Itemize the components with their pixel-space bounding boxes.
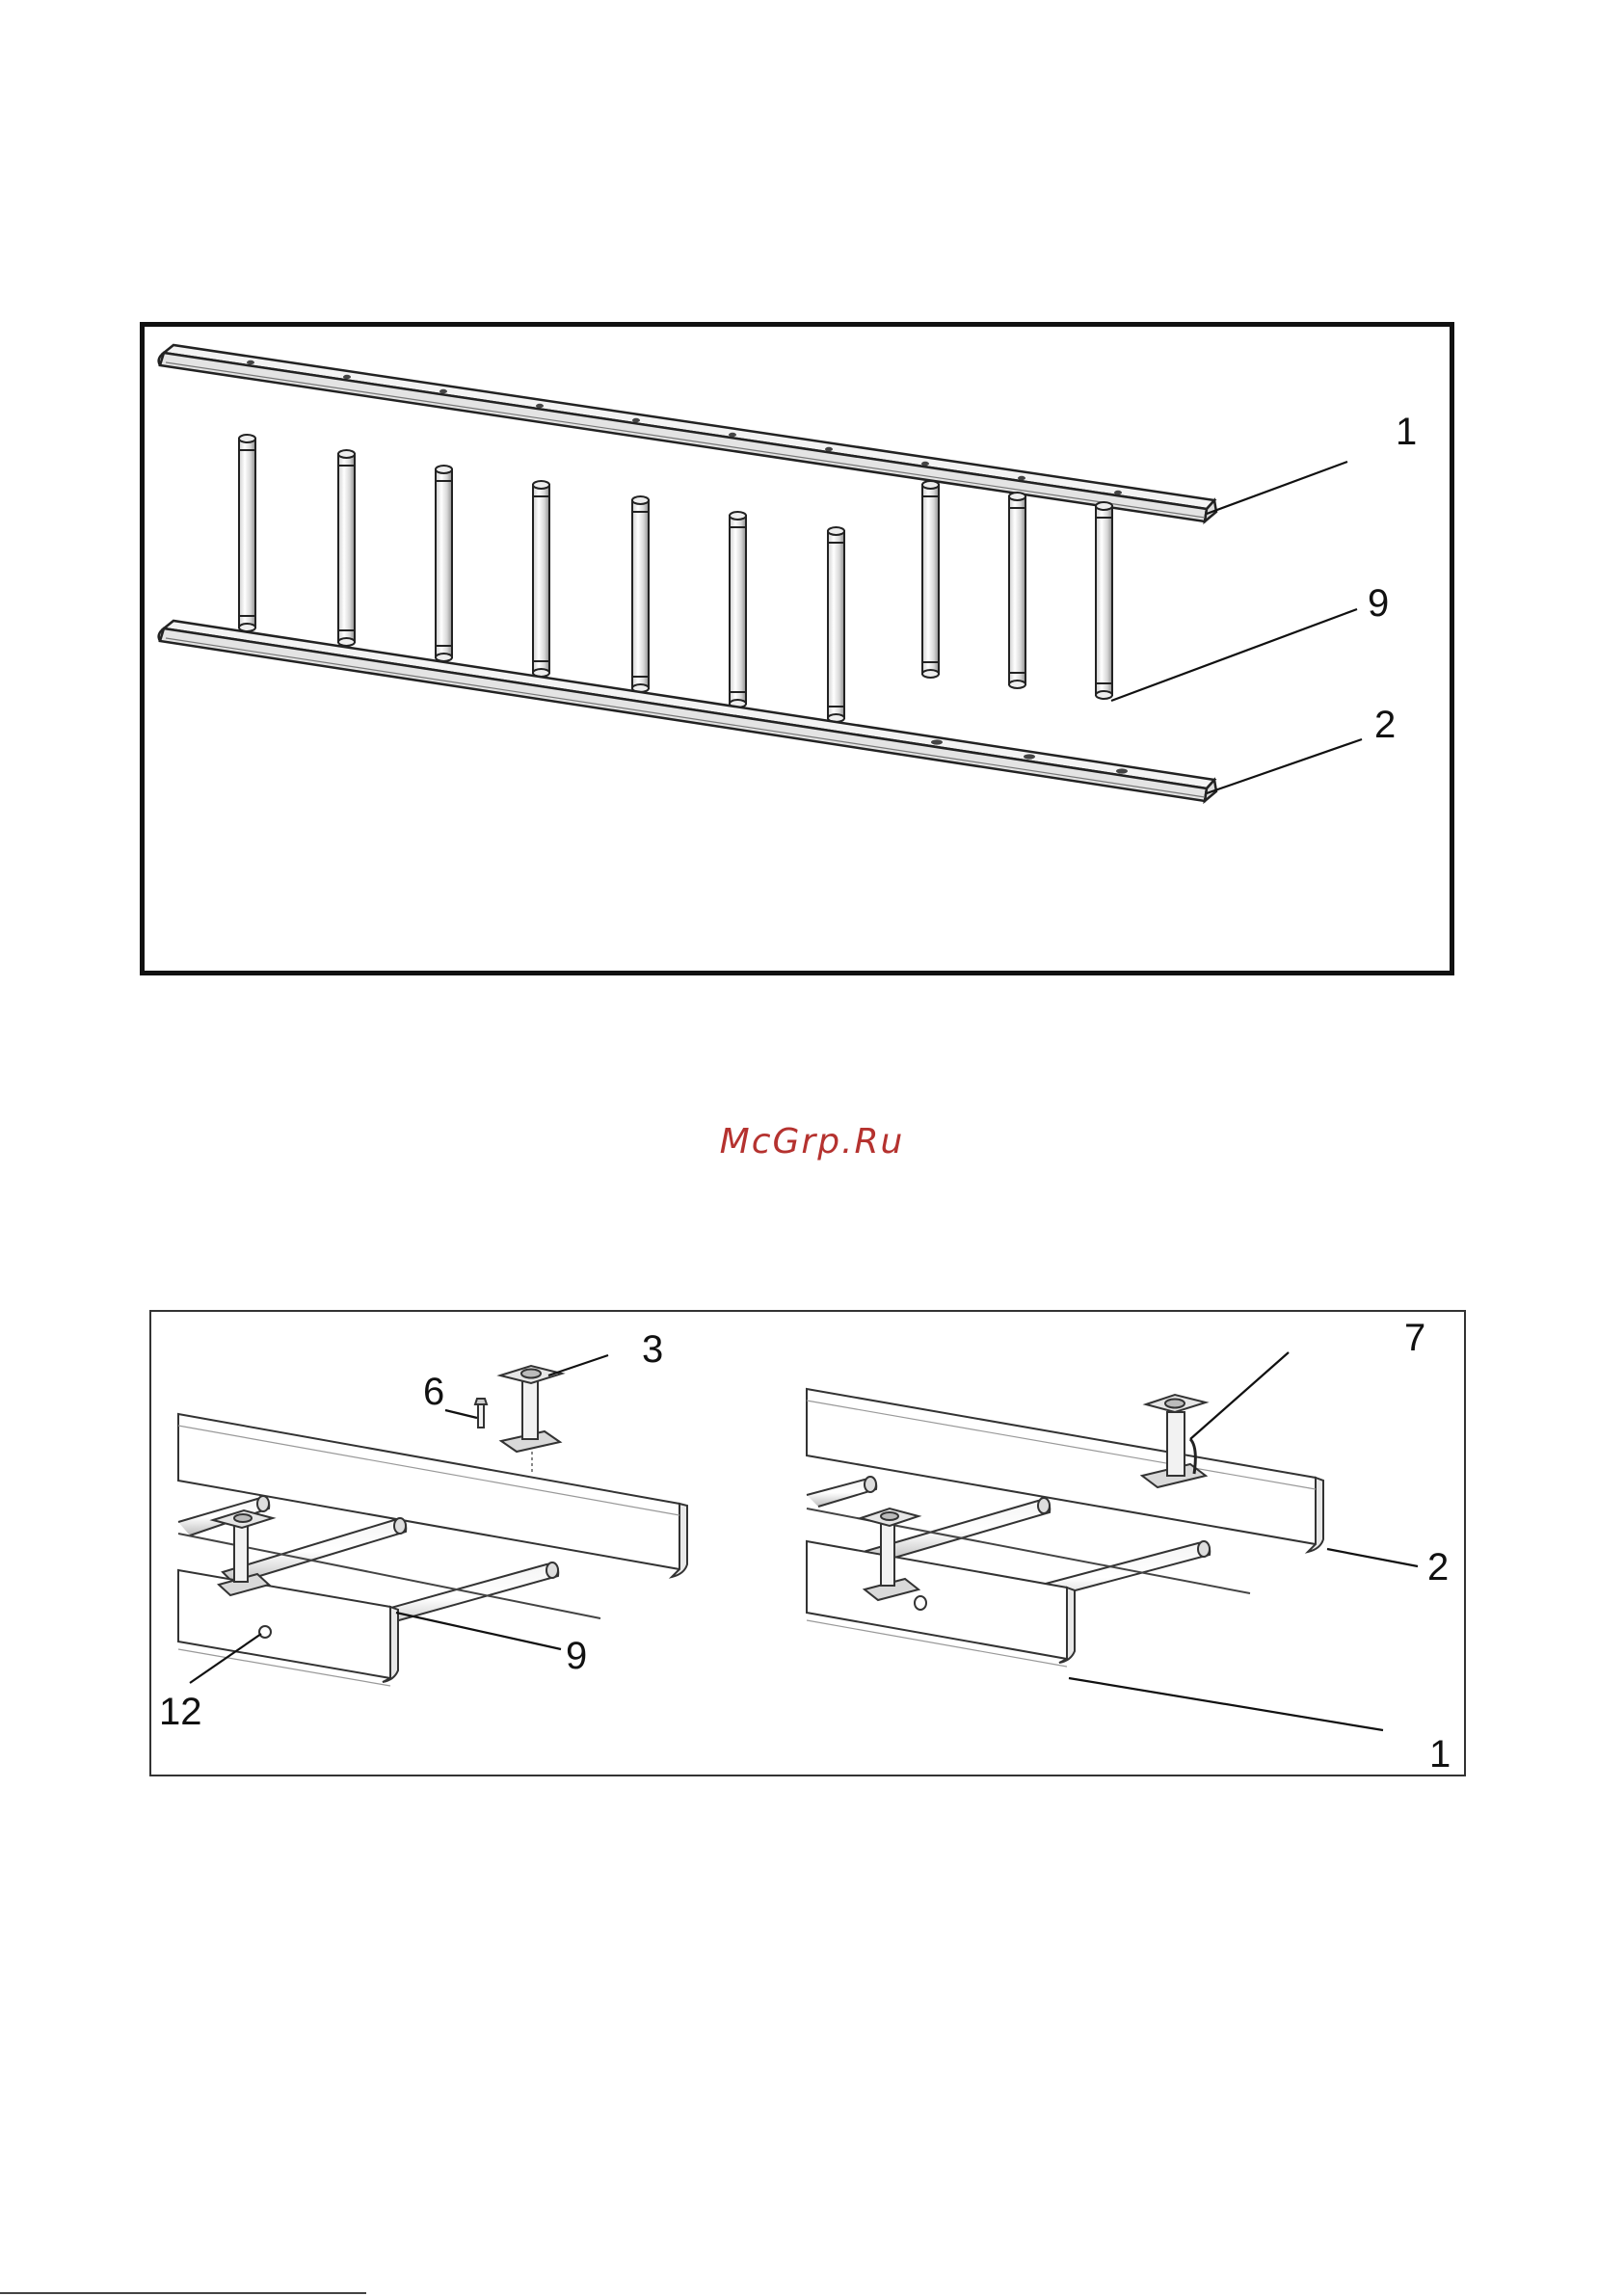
front-rail [178,1570,390,1678]
callout-2: 2 [1374,704,1396,746]
front-rail [807,1541,1067,1659]
exploded-view-figure: 1 9 2 [140,322,1454,975]
bottom-rule [0,2292,366,2294]
callout-6: 6 [423,1371,444,1413]
callout-1: 1 [1396,411,1417,453]
baluster [730,512,746,707]
callout-12: 12 [159,1691,202,1733]
callout-7: 7 [1404,1317,1425,1359]
rear-rail [178,1414,679,1569]
exploded-view-drawing: 1 9 2 [145,327,1450,971]
leader-line [1327,1549,1418,1566]
baluster [338,450,355,646]
baluster [533,481,549,677]
bottom-rail [159,621,1216,801]
callout-1: 1 [1429,1733,1451,1775]
bracket-detail-drawing: 3 6 9 12 7 2 1 [151,1312,1464,1775]
leader-line [445,1410,477,1418]
callout-2: 2 [1427,1546,1449,1589]
callout-3: 3 [642,1328,663,1371]
leader-line [1111,609,1357,701]
bracket-top [1142,1395,1206,1487]
baluster [828,527,844,722]
baluster [239,435,255,631]
bracket-detail-figure: 3 6 9 12 7 2 1 [149,1310,1466,1776]
leader-line [1207,739,1362,793]
bracket-3 [500,1366,562,1452]
right-detail-view [807,1389,1323,1667]
baluster [436,466,452,661]
leader-line [1207,462,1347,514]
watermark-text: McGrp.Ru [0,1122,1624,1161]
leader-line [1190,1352,1289,1439]
leader-line [548,1355,608,1375]
callout-9: 9 [1368,582,1389,625]
leader-line [1069,1678,1383,1730]
baluster [1009,493,1025,688]
baluster [1096,502,1112,699]
callout-9: 9 [566,1635,587,1677]
pin-6 [475,1399,487,1428]
top-rail [159,345,1216,521]
leader-line [396,1613,561,1649]
baluster [632,496,649,692]
baluster [922,481,939,678]
